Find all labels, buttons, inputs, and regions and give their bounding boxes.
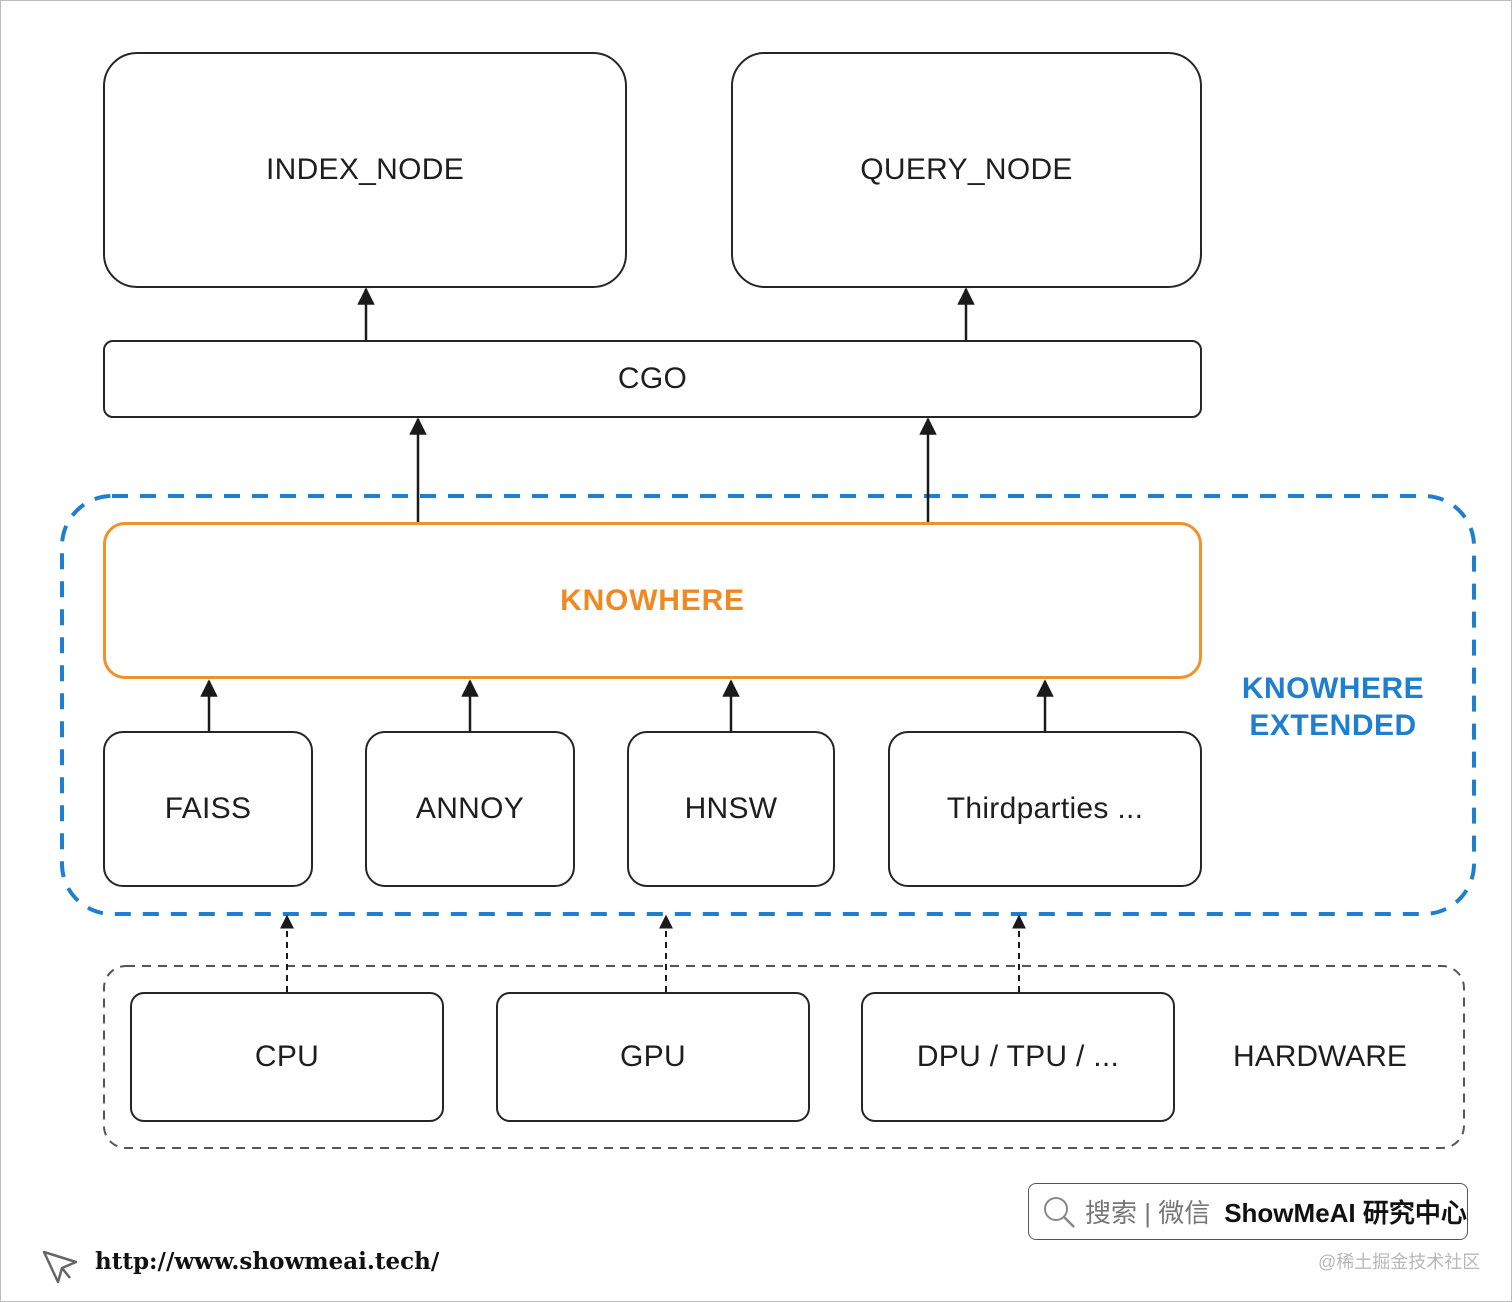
- cpu-label: CPU: [254, 1040, 320, 1073]
- search-icon: [1044, 1196, 1075, 1228]
- annoy-label: ANNOY: [415, 792, 525, 825]
- cgo-box: CGO: [103, 340, 1202, 418]
- website-url[interactable]: http://www.showmeai.tech/: [95, 1248, 440, 1275]
- gpu-box: GPU: [496, 992, 810, 1122]
- watermark: @稀土掘金技术社区: [1318, 1252, 1481, 1272]
- search-placeholder: 搜索 | 微信: [1085, 1198, 1211, 1228]
- knowhere-extended-label: KNOWHERE EXTENDED: [1228, 670, 1438, 744]
- index-node-box: INDEX_NODE: [103, 52, 627, 288]
- query-node-box: QUERY_NODE: [731, 52, 1202, 288]
- gpu-label: GPU: [620, 1040, 686, 1073]
- cpu-box: CPU: [130, 992, 444, 1122]
- search-badge: 搜索 | 微信 ShowMeAI 研究中心: [1028, 1183, 1468, 1240]
- knowhere-extended-line1: KNOWHERE: [1241, 672, 1425, 705]
- hardware-label: HARDWARE: [1233, 1040, 1407, 1073]
- cursor-arrow-icon: [42, 1250, 78, 1284]
- knowhere-extended-line2: EXTENDED: [1249, 709, 1417, 742]
- search-brand: ShowMeAI 研究中心: [1224, 1198, 1467, 1228]
- query-node-label: QUERY_NODE: [860, 153, 1073, 186]
- index-node-label: INDEX_NODE: [265, 153, 465, 186]
- hnsw-box: HNSW: [627, 731, 835, 887]
- knowhere-extended-boundary: [60, 494, 1476, 916]
- faiss-label: FAISS: [164, 792, 252, 825]
- dpu-tpu-label: DPU / TPU / ...: [916, 1040, 1120, 1073]
- hardware-boundary: [103, 965, 1465, 1149]
- thirdparties-box: Thirdparties ...: [888, 731, 1202, 887]
- faiss-box: FAISS: [103, 731, 313, 887]
- cgo-label: CGO: [617, 362, 688, 395]
- dpu-tpu-box: DPU / TPU / ...: [861, 992, 1175, 1122]
- knowhere-box: KNOWHERE: [103, 522, 1202, 679]
- knowhere-label: KNOWHERE: [560, 583, 745, 617]
- annoy-box: ANNOY: [365, 731, 575, 887]
- thirdparties-label: Thirdparties ...: [946, 792, 1144, 825]
- hnsw-label: HNSW: [684, 792, 778, 825]
